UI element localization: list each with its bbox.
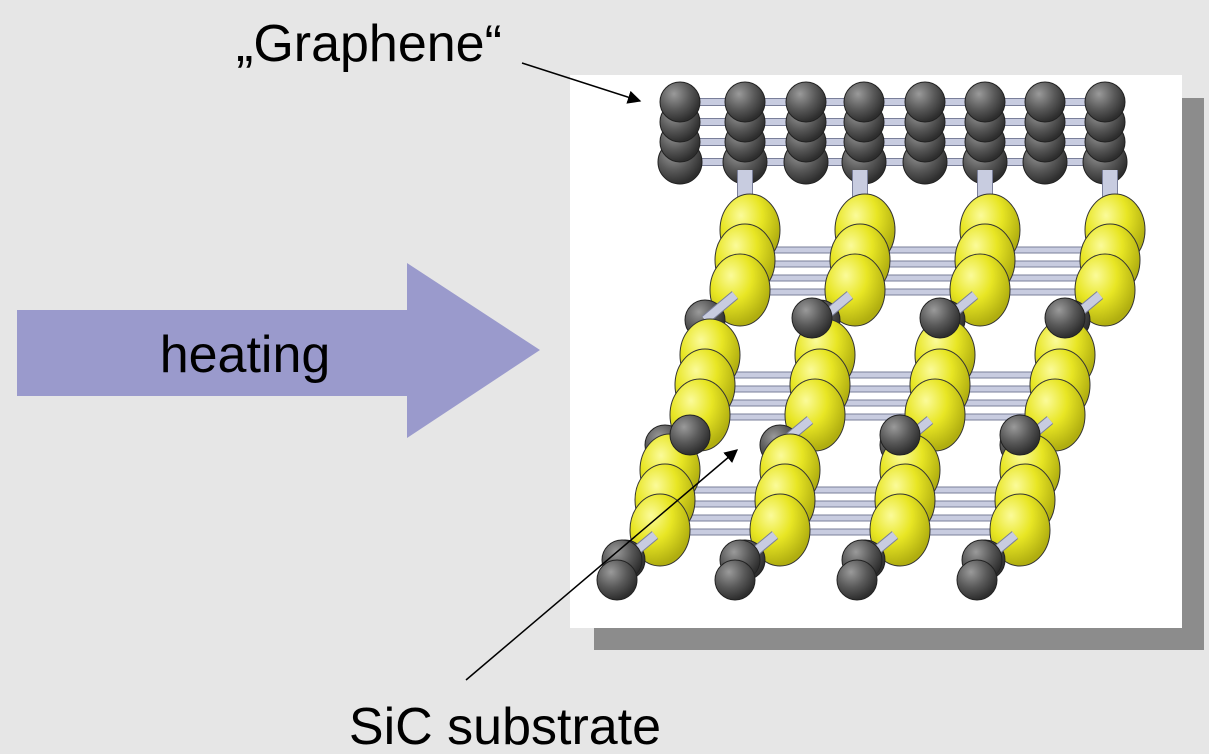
bond: [702, 291, 738, 324]
sic-lattice: [596, 81, 1146, 601]
carbon-atom: [1044, 297, 1086, 339]
carbon-atom: [836, 559, 878, 601]
graphene-label: „Graphene“: [236, 15, 502, 73]
carbon-atom: [1024, 81, 1066, 123]
carbon-atom: [879, 414, 921, 456]
carbon-atom: [714, 559, 756, 601]
carbon-atom: [659, 81, 701, 123]
substrate-pointer-arrow: [465, 449, 739, 681]
carbon-atom: [964, 81, 1006, 123]
carbon-atom: [785, 81, 827, 123]
carbon-atom: [1084, 81, 1126, 123]
heating-arrow: [17, 263, 540, 438]
carbon-atom: [724, 81, 766, 123]
carbon-atom: [904, 81, 946, 123]
carbon-atom: [791, 297, 833, 339]
graphene-pointer-arrow: [521, 62, 642, 104]
carbon-atom: [999, 414, 1041, 456]
carbon-atom: [956, 559, 998, 601]
carbon-atom: [843, 81, 885, 123]
crystal-structure-panel: [570, 75, 1204, 650]
carbon-atom: [596, 559, 638, 601]
heating-label: heating: [160, 326, 331, 384]
carbon-atom: [669, 414, 711, 456]
substrate-label: SiC substrate: [349, 698, 661, 754]
carbon-atom: [919, 297, 961, 339]
